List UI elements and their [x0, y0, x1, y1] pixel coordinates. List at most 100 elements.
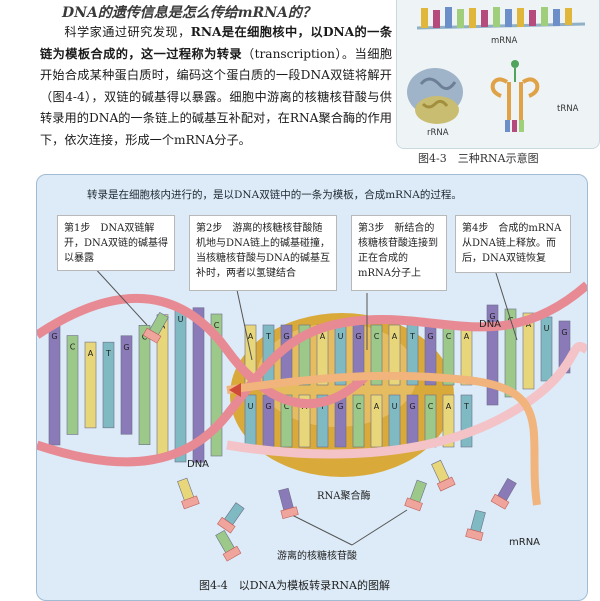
base-pair-rung	[522, 312, 535, 390]
direction-arrow-icon	[229, 383, 241, 397]
trna-label: tRNA	[557, 104, 579, 114]
base-letter: U	[392, 402, 398, 411]
free-nucleotide	[215, 529, 242, 562]
rna-types-illustration	[407, 7, 586, 132]
base-pair-rung	[192, 307, 205, 463]
base-letter: C	[284, 402, 290, 411]
base-pair-rung	[370, 394, 383, 448]
base-letter: G	[283, 332, 289, 341]
step-4-box: 第4步 合成的mRNA从DNA链上释放。而后，DNA双链恢复	[455, 215, 571, 273]
dna-label-top: DNA	[479, 319, 502, 330]
base-letter: A	[464, 332, 470, 341]
free-nucleotide	[278, 487, 299, 519]
rrna-shape	[407, 68, 463, 124]
free-nucleotide	[465, 509, 486, 541]
intro-paragraph: 科学家通过研究发现，RNA是在细胞核中，以DNA的一条链为模板合成的，这一过程称…	[40, 22, 392, 151]
intro-text-1: 科学家通过研究发现，	[64, 25, 191, 39]
step-3-box: 第3步 新结合的核糖核苷酸连接到正在合成的mRNA分子上	[351, 215, 447, 291]
base-pair-rung	[370, 324, 383, 386]
rna-types-figure: mRNA rRNA tRNA	[396, 0, 600, 149]
base-letter: T	[463, 402, 469, 411]
base-letter: C	[70, 343, 76, 352]
free-nucleotide	[404, 479, 427, 512]
base-pair-rung	[174, 307, 187, 463]
figure-4-4-intro: 转录是在细胞核内进行的，是以DNA双链中的一条为模板，合成mRNA的过程。	[87, 189, 462, 201]
base-letter: A	[446, 402, 452, 411]
base-letter: G	[51, 332, 57, 341]
base-letter: A	[88, 349, 94, 358]
base-pair-rung	[486, 304, 499, 406]
step-1-pointer	[91, 264, 148, 326]
base-letter: T	[265, 332, 271, 341]
intro-text-2: 当细胞开始合成某种蛋白质时，编码这个蛋白质的一段DNA双链将解开（图4-4），双…	[40, 46, 393, 147]
base-letter: G	[427, 332, 433, 341]
base-letter: G	[265, 402, 271, 411]
base-pair-rung	[442, 394, 455, 448]
base-letter: A	[392, 332, 398, 341]
question-title: DNA的遗传信息是怎么传给mRNA的？	[62, 5, 316, 21]
base-letter: C	[446, 332, 452, 341]
free-nucleotide	[431, 459, 456, 492]
base-pair-rung	[316, 394, 329, 448]
base-letter: G	[409, 402, 415, 411]
base-letter: A	[374, 402, 380, 411]
transcription-illustration: GCATGCAUGCATGCAUGCATGCAUGCATGCAUGCATGCAU…	[37, 264, 587, 562]
base-letter: C	[214, 321, 220, 330]
rrna-label: rRNA	[427, 128, 449, 138]
base-letter: U	[338, 332, 344, 341]
base-letter: G	[123, 343, 129, 352]
free-nucleotide	[490, 477, 517, 510]
base-letter: A	[248, 332, 254, 341]
base-letter: T	[105, 349, 111, 358]
base-letter: G	[489, 312, 495, 321]
free-nucleotides	[142, 311, 517, 562]
base-pair-rung	[48, 324, 61, 446]
base-pair-rung	[298, 394, 311, 448]
base-letter: C	[374, 332, 380, 341]
dna-template-strand	[226, 342, 587, 459]
mrna-label: mRNA	[491, 36, 518, 46]
step-4-pointer	[494, 269, 518, 341]
free-nucleotide	[177, 477, 200, 510]
base-pair-rung	[120, 335, 133, 435]
step-2-pointer	[236, 289, 253, 361]
base-letter: C	[356, 402, 362, 411]
dna-backbone-strand-1	[37, 293, 371, 408]
transcription-figure: GCATGCAUGCATGCAUGCATGCAUGCATGCAUGCATGCAU…	[36, 174, 588, 601]
base-pair-rung	[298, 324, 311, 386]
base-pair-rung	[84, 341, 97, 429]
nucleotides-pointer-2	[351, 509, 408, 546]
base-pair-rung	[210, 313, 223, 457]
nucleotides-pointer	[291, 514, 353, 546]
intro-text-1-end: （transcription）。	[241, 46, 355, 61]
intro-text-bold: RNA是在细胞核中，以DNA的一条链为模板合成的，这一过程称为转录	[40, 25, 393, 61]
trna-shape	[490, 60, 540, 132]
base-pair-rung	[352, 394, 365, 448]
rna-polymerase-label: RNA聚合酶	[317, 491, 371, 502]
base-letter: C	[428, 402, 434, 411]
base-pair-rung	[280, 394, 293, 448]
free-nucleotide	[216, 502, 245, 534]
base-pair-rung	[504, 308, 517, 398]
base-letter: U	[544, 324, 550, 333]
base-pair-rung	[102, 341, 115, 429]
base-pair-rung	[138, 324, 151, 446]
base-letter: G	[337, 402, 343, 411]
free-nucleotides-label: 游离的核糖核苷酸	[277, 551, 357, 562]
base-pair-rung	[388, 324, 401, 386]
base-letter: U	[178, 315, 184, 324]
figure-4-4-caption: 图4-4 以DNA为模板转录RNA的图解	[199, 579, 390, 592]
mrna-label: mRNA	[509, 537, 541, 548]
step-1-box: 第1步 DNA双链解开，DNA双链的碱基得以暴露	[57, 215, 175, 271]
base-letter: A	[526, 320, 532, 329]
dna-backbone-strand-2	[37, 281, 587, 467]
base-letter: C	[142, 332, 148, 341]
base-letter: U	[248, 402, 254, 411]
base-letter: G	[561, 328, 567, 337]
free-nucleotide	[142, 311, 169, 344]
mrna-strand	[416, 7, 586, 30]
base-letter: G	[355, 332, 361, 341]
figure-4-3-caption: 图4-3 三种RNA示意图	[418, 152, 539, 165]
step-2-box: 第2步 游离的核糖核苷酸随机地与DNA链上的碱基碰撞，当核糖核苷酸与DNA的碱基…	[189, 215, 337, 291]
base-letter: A	[320, 332, 326, 341]
